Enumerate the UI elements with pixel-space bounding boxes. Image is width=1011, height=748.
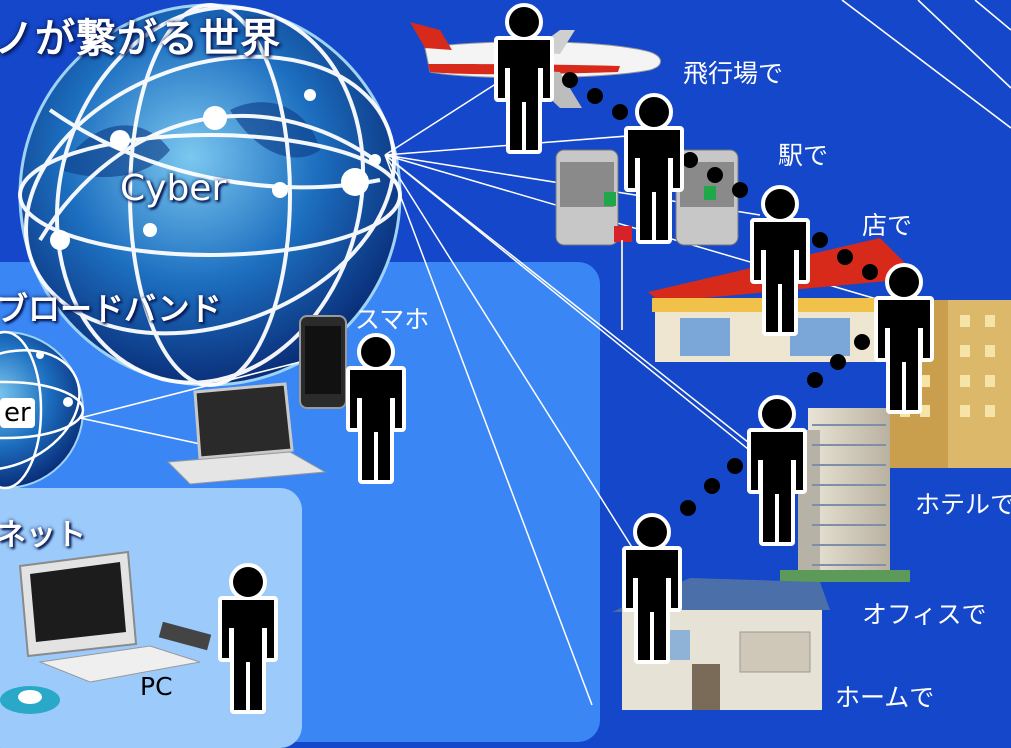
broadband-lines bbox=[79, 359, 309, 446]
place-label-office: オフィスで bbox=[862, 600, 987, 629]
small-cyber-globe bbox=[0, 330, 85, 490]
broadband-title: ブロードバンド bbox=[0, 290, 222, 328]
person-office bbox=[751, 399, 803, 542]
cyber-globe bbox=[18, 3, 402, 387]
background-lines bbox=[841, 0, 1011, 129]
pc-label: PC bbox=[140, 672, 173, 701]
smartphone-icon bbox=[299, 315, 347, 409]
person-airport bbox=[498, 7, 550, 150]
path-dots bbox=[562, 72, 878, 516]
small-globe-label: er bbox=[0, 398, 35, 428]
diagram-title: ノが繋がる世界 bbox=[0, 16, 281, 62]
person-pc bbox=[222, 567, 274, 710]
place-label-home: ホームで bbox=[835, 683, 935, 712]
internet-title: ネット bbox=[0, 518, 86, 553]
person-station bbox=[628, 97, 680, 240]
person-smartphone bbox=[350, 337, 402, 480]
place-label-hotel: ホテルで bbox=[915, 490, 1011, 519]
smartphone-label: スマホ bbox=[355, 305, 430, 334]
desktop-pc-icon bbox=[0, 550, 212, 714]
laptop-icon bbox=[166, 382, 327, 485]
place-label-shop: 店で bbox=[862, 211, 913, 240]
diagram-graphics bbox=[0, 0, 1011, 714]
place-label-airport: 飛行場で bbox=[683, 59, 784, 88]
place-label-station: 駅で bbox=[778, 141, 829, 170]
globe-label: Cyber bbox=[120, 168, 227, 209]
